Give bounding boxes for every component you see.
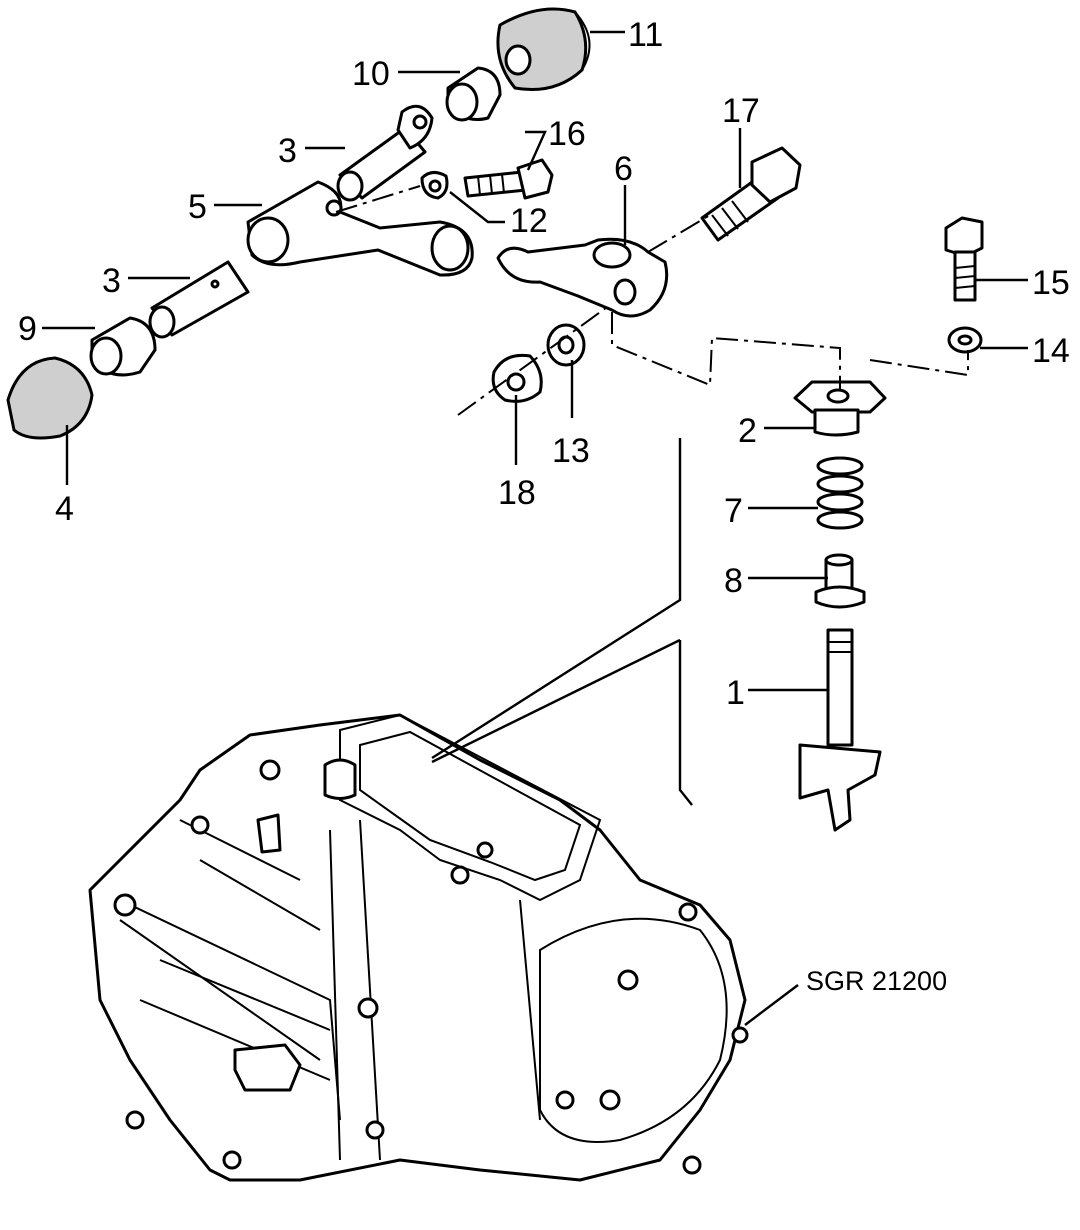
callout-14: 14 xyxy=(1032,332,1070,370)
part-3-lower-pin xyxy=(148,260,250,339)
callout-10: 10 xyxy=(352,55,390,93)
reference-code: SGR 21200 xyxy=(806,966,947,996)
part-1-shaft xyxy=(798,628,882,832)
pointer-lines xyxy=(431,438,693,806)
callout-labels: 11 10 3 16 5 12 6 17 3 9 4 15 14 2 13 18… xyxy=(18,16,1070,996)
callout-8: 8 xyxy=(724,562,743,600)
part-14-washer xyxy=(947,326,983,354)
callout-7: 7 xyxy=(724,492,743,530)
callout-13: 13 xyxy=(552,432,590,470)
part-7-spring xyxy=(816,456,864,530)
part-5-lever xyxy=(246,180,474,277)
callout-9: 9 xyxy=(18,310,37,348)
part-13-washer xyxy=(546,323,586,367)
part-10-bushing xyxy=(445,66,502,122)
callout-11: 11 xyxy=(628,16,663,54)
part-9-bushing xyxy=(89,316,157,377)
callout-16: 16 xyxy=(548,115,586,153)
callout-2: 2 xyxy=(738,412,757,450)
part-6-selector-arm xyxy=(496,237,669,318)
callout-6: 6 xyxy=(614,150,633,188)
alignment-lines xyxy=(335,185,969,416)
part-18-nut xyxy=(491,353,543,403)
part-11-boot xyxy=(496,7,591,92)
callout-17: 17 xyxy=(722,92,760,130)
callout-4: 4 xyxy=(55,490,74,528)
part-16-bolt xyxy=(463,158,554,200)
part-17-bolt xyxy=(700,146,802,242)
callout-5: 5 xyxy=(188,188,207,226)
part-12-nut xyxy=(420,171,449,200)
callout-3-lower: 3 xyxy=(102,262,121,300)
part-4-boot xyxy=(6,356,94,440)
part-2-flange xyxy=(793,380,887,437)
callout-3-upper: 3 xyxy=(278,132,297,170)
part-3-upper-pin xyxy=(336,104,434,202)
callout-12: 12 xyxy=(510,202,548,240)
callout-1: 1 xyxy=(726,674,745,712)
callout-18: 18 xyxy=(498,474,536,512)
part-8-sleeve xyxy=(814,553,866,609)
gearbox-housing xyxy=(88,713,749,1182)
callout-15: 15 xyxy=(1032,264,1070,302)
part-15-bolt xyxy=(944,216,984,302)
leader-lines xyxy=(42,30,1028,1026)
